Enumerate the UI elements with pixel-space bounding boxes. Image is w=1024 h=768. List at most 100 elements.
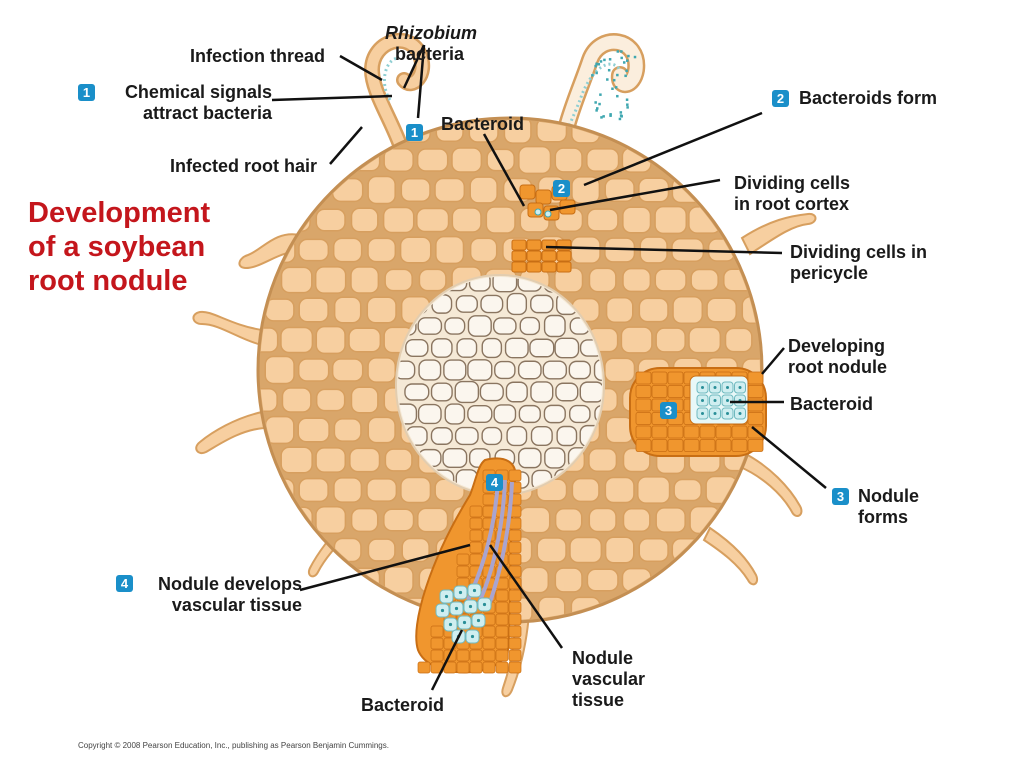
nodule-cell	[495, 589, 509, 602]
stele-cell	[481, 337, 503, 359]
label-nodule-vascular-2: vascular tissue	[171, 595, 302, 615]
bacterium	[607, 68, 611, 72]
stele-cell	[518, 404, 541, 424]
stele-cell	[405, 339, 429, 357]
cortex-cell	[416, 207, 450, 233]
root-hair	[702, 526, 758, 586]
label-bacteria: bacteria	[395, 44, 465, 64]
bacteroid-nucleus	[726, 412, 729, 415]
stele-cell	[505, 381, 528, 403]
bacterium	[611, 87, 614, 90]
title-line-2: of a soybean	[28, 231, 206, 263]
bacterium	[602, 115, 605, 118]
cortex-cell	[485, 206, 516, 234]
bacteroid-cells-bottom	[435, 583, 492, 644]
nodule-cell	[747, 412, 764, 425]
nodule-cell	[495, 649, 509, 662]
nodule-cell	[635, 425, 652, 439]
pericycle-cell	[541, 250, 557, 262]
cortex-cell	[586, 208, 619, 232]
step-2-marker: 2	[553, 180, 570, 197]
label-nodule-forms-1: Nodule	[858, 486, 919, 506]
nodule-cell	[495, 637, 509, 650]
nodule-cell	[508, 649, 522, 662]
cortex-cell	[280, 446, 313, 474]
stele-cell	[467, 359, 493, 381]
stele-cell	[530, 426, 553, 446]
cortex-cell	[468, 120, 499, 143]
copyright-notice: Copyright © 2008 Pearson Education, Inc.…	[78, 741, 389, 750]
nodule-cell	[469, 541, 483, 554]
cortex-cell	[588, 267, 617, 293]
bacterium	[594, 64, 597, 68]
bacteroid-nucleus	[482, 602, 487, 607]
nodule-cell	[699, 425, 716, 439]
nodule-cell	[508, 541, 522, 554]
cortex-cell	[333, 296, 362, 324]
nodule-cell	[495, 601, 509, 614]
pericycle-cell	[556, 250, 572, 262]
stele-cell	[543, 404, 566, 424]
stele-cell	[569, 404, 591, 424]
label-developing-nodule-2: root nodule	[788, 357, 887, 377]
bacteroid-nucleus	[462, 620, 467, 625]
cortex-cell	[298, 477, 329, 503]
stele-cell	[418, 359, 442, 381]
nodule-cell	[482, 661, 496, 674]
pericycle-cell	[511, 250, 527, 262]
nodule-cell	[456, 649, 470, 662]
stele-cell	[455, 295, 478, 313]
nodule-cell	[469, 649, 483, 662]
cortex-cell	[418, 268, 447, 292]
infection-thread	[382, 56, 399, 101]
stele-cell	[467, 315, 492, 337]
cortex-cell	[367, 357, 397, 383]
cortex-cell	[367, 237, 397, 263]
bacterium	[626, 103, 629, 106]
cortex-cell	[350, 207, 379, 233]
cortex-cell	[298, 238, 330, 262]
nodule-cell	[651, 371, 668, 385]
cortex-cell	[333, 477, 363, 503]
nodule-cell	[667, 371, 684, 385]
nodule-cell	[683, 439, 700, 452]
cortex-cell	[315, 325, 346, 355]
nodule-cell	[715, 439, 732, 452]
nodule-cell	[747, 425, 764, 439]
cortex-cell	[673, 478, 702, 502]
bacterium	[595, 62, 598, 66]
cortex-cell	[622, 206, 652, 234]
stele-cell	[555, 382, 579, 402]
nodule-cell	[456, 661, 470, 674]
stele-cell	[454, 426, 479, 446]
nodule-cell	[417, 661, 431, 674]
nodule-cell	[508, 625, 522, 638]
bacteroid-nucleus	[454, 606, 459, 611]
stele-cell	[442, 447, 468, 469]
pericycle-cell	[526, 250, 542, 262]
bacterium	[612, 78, 616, 82]
cortex-cell	[315, 388, 346, 412]
cortex-cell	[434, 177, 466, 203]
cortex-cell	[604, 357, 636, 383]
cortex-cell	[724, 327, 753, 353]
cortex-cell	[280, 266, 313, 294]
bacterium	[614, 86, 618, 89]
cortex-cell	[605, 296, 634, 324]
cortex-cell	[400, 476, 432, 504]
bacterium	[618, 117, 622, 121]
nodule-cell	[747, 371, 764, 385]
cortex-cell	[348, 148, 381, 172]
nodule-cell	[495, 661, 509, 674]
cortex-cell	[588, 448, 618, 472]
nodule-cell	[508, 469, 522, 482]
nodule-cell	[495, 613, 509, 626]
bacteroid-nucleus	[726, 399, 729, 402]
nodule-cell	[635, 385, 652, 398]
label-nodule-forms-2: forms	[858, 507, 909, 527]
nodule-cell	[699, 439, 716, 452]
cortex-cell	[350, 386, 379, 414]
bacterium	[606, 78, 609, 81]
bacterium	[625, 98, 629, 101]
